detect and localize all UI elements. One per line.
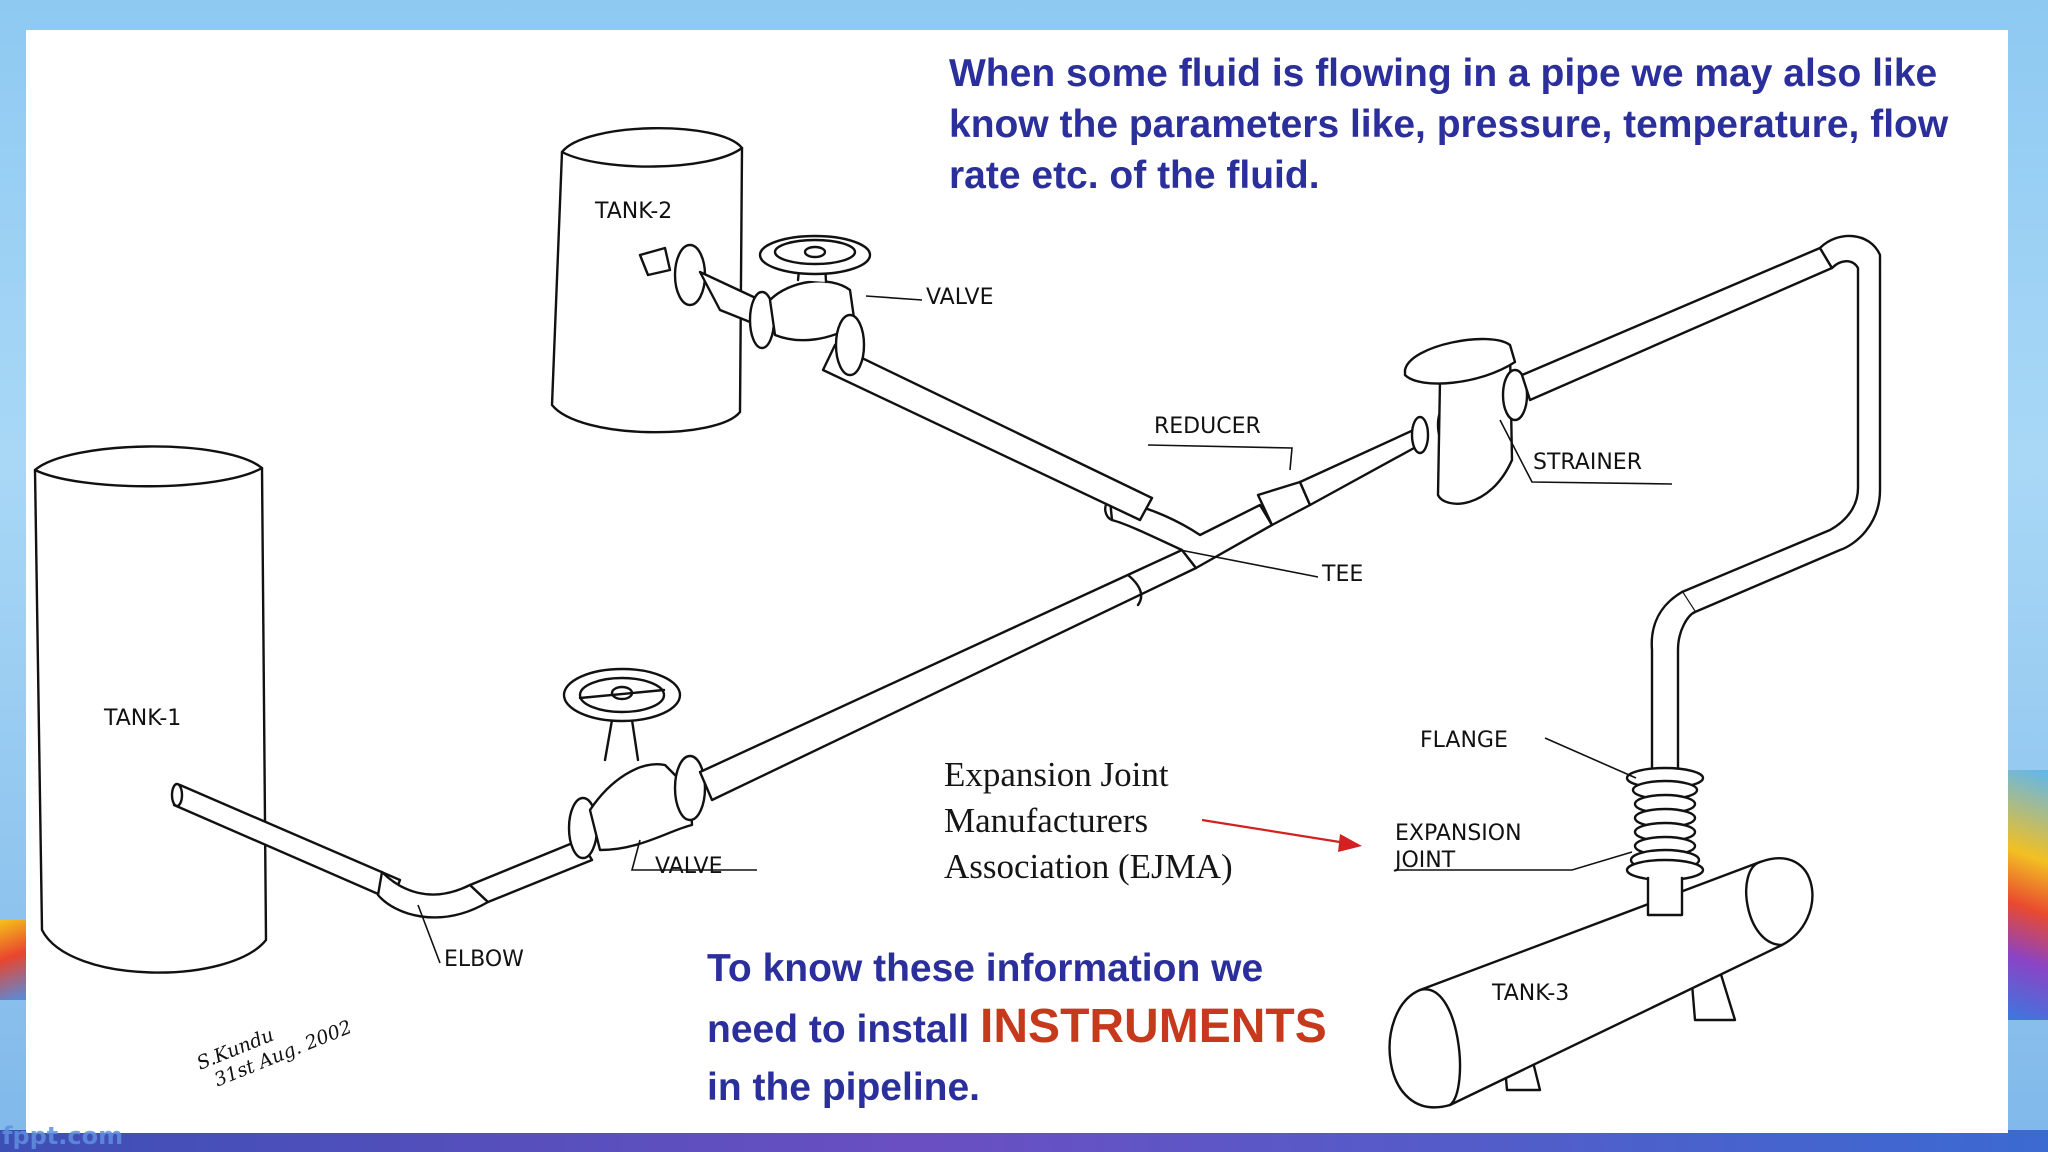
valve-bottom — [562, 667, 707, 860]
label-strainer: STRAINER — [1533, 450, 1642, 475]
label-valve-bottom: VALVE — [655, 854, 722, 879]
ejma-line-2: Manufacturers — [944, 801, 1149, 840]
ejma-arrow — [1201, 818, 1362, 852]
tank-2 — [550, 126, 744, 434]
expansion-joint-stack — [1625, 766, 1705, 917]
label-tank-2: TANK-2 — [594, 199, 672, 224]
tank-1 — [33, 445, 268, 974]
signature: S.Kundu 31st Aug. 2002 — [194, 1016, 355, 1091]
outro-line-2-text: need to install — [707, 1008, 981, 1051]
instruments-emphasis: INSTRUMENTS — [980, 1000, 1327, 1053]
label-flange: FLANGE — [1420, 728, 1508, 753]
label-elbow: ELBOW — [444, 947, 524, 972]
leader-strainer — [1499, 419, 1673, 485]
footer-brand: fppt.com — [2, 1122, 124, 1150]
reducer-fitting — [1256, 426, 1427, 527]
intro-paragraph: When some fluid is flowing in a pipe we … — [949, 52, 1949, 197]
outro-paragraph: To know these information we need to ins… — [707, 940, 1427, 1117]
leader-flange — [1544, 737, 1637, 779]
label-expansion-joint-line2: JOINT — [1393, 848, 1456, 873]
label-reducer: REDUCER — [1154, 414, 1261, 439]
outro-line-3: in the pipeline. — [707, 1066, 981, 1109]
label-valve-top: VALVE — [926, 285, 993, 310]
pipe-strainer-riser — [1520, 246, 1834, 402]
label-tee: TEE — [1321, 562, 1363, 587]
elbow-fitting — [376, 838, 594, 919]
leader-reducer — [1147, 444, 1293, 471]
valve-top — [638, 234, 872, 377]
label-expansion-joint-line1: EXPANSION — [1395, 821, 1522, 846]
bottom-decor-band — [0, 1130, 2048, 1152]
strainer — [1403, 337, 1529, 505]
ejma-line-3: Association (EJMA) — [944, 847, 1233, 886]
leader-elbow — [417, 904, 441, 964]
label-tank-3: TANK-3 — [1491, 981, 1569, 1006]
leader-tee — [1179, 549, 1319, 578]
outro-line-2: need to install INSTRUMENTS — [707, 998, 1427, 1059]
leader-valve-top — [865, 295, 923, 301]
outro-line-1: To know these information we — [707, 947, 1264, 990]
branch-pipe-upper — [821, 343, 1154, 522]
ejma-note: Expansion Joint Manufacturers Associatio… — [944, 752, 1304, 890]
left-decor-swoosh — [0, 920, 30, 1000]
ejma-line-1: Expansion Joint — [944, 755, 1169, 794]
leader-valve-bottom — [630, 839, 757, 871]
leader-expansion-joint — [1395, 851, 1633, 871]
tank-3 — [1388, 857, 1814, 1109]
right-decor-swoosh — [2008, 770, 2048, 1020]
label-tank-1: TANK-1 — [103, 706, 181, 731]
